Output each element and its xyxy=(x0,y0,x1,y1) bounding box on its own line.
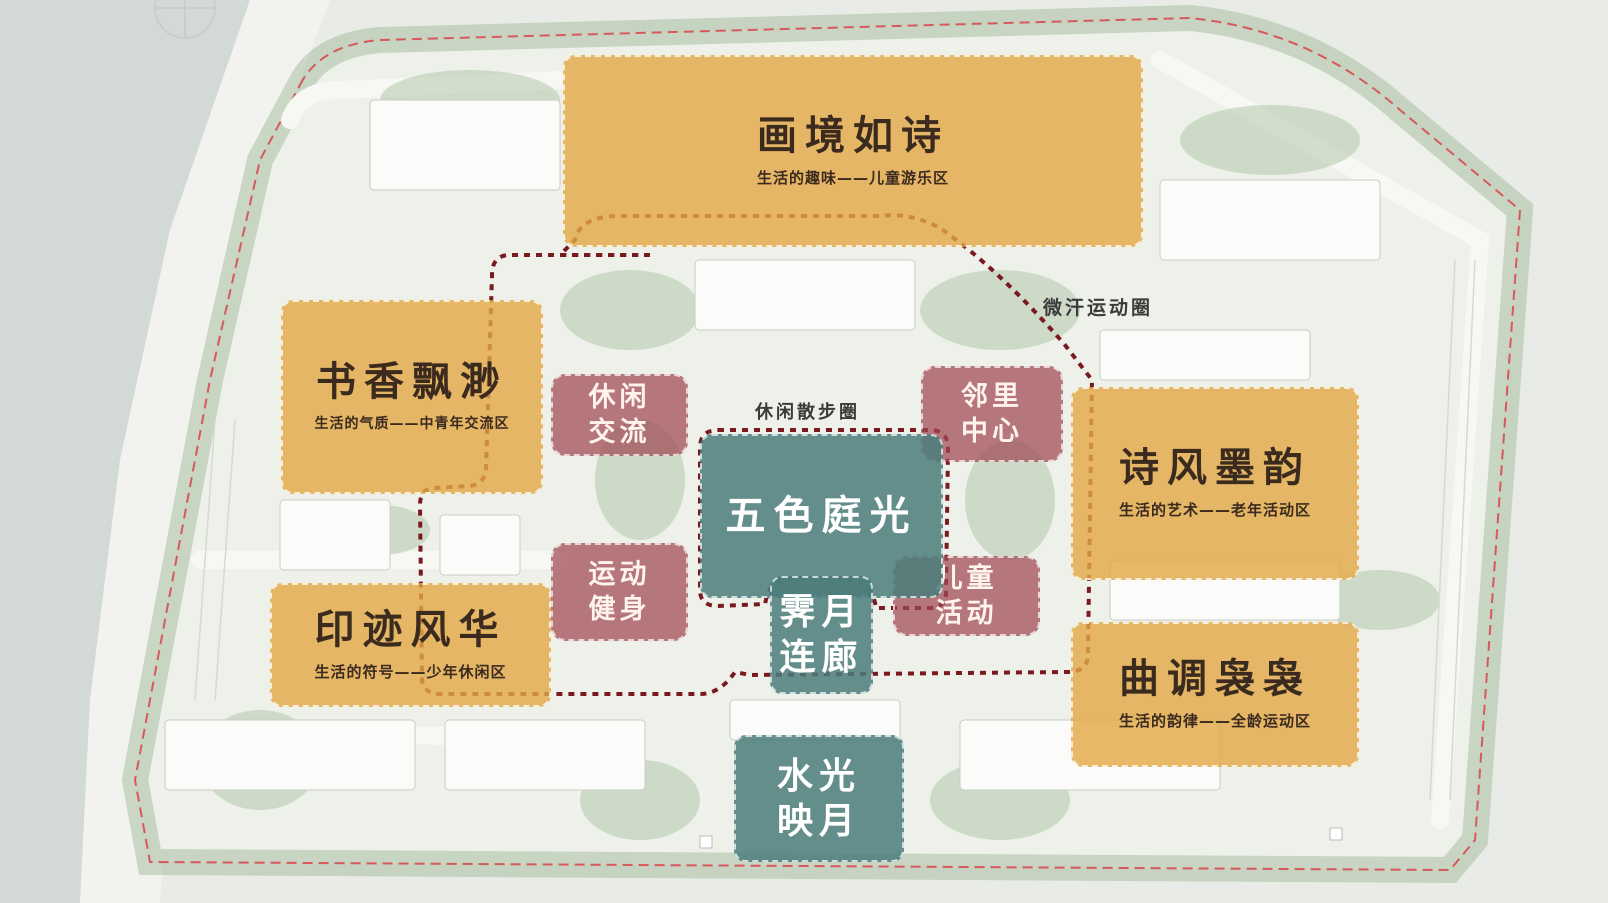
zone-qudiao[interactable]: 曲调袅袅 生活的韵律——全龄运动区 xyxy=(1071,622,1359,767)
zone-title: 曲调袅袅 xyxy=(1119,655,1311,702)
zone-shifeng[interactable]: 诗风墨韵 生活的艺术——老年活动区 xyxy=(1071,387,1359,580)
sport-loop-label: 微汗运动圈 xyxy=(1043,297,1154,319)
zone-title: 五色庭光 xyxy=(725,492,918,539)
zone-title: 休闲交流 xyxy=(588,381,651,448)
walk-loop-label: 休闲散步圈 xyxy=(755,402,860,423)
zone-title: 霁月连廊 xyxy=(779,591,864,678)
zone-subtitle: 生活的艺术——老年活动区 xyxy=(1118,501,1311,519)
site-marker xyxy=(699,835,713,849)
zone-wuse[interactable]: 五色庭光 xyxy=(700,434,943,598)
zone-subtitle: 生活的符号——少年休闲区 xyxy=(314,662,507,681)
zone-title: 诗风墨韵 xyxy=(1119,444,1311,491)
parking-strips xyxy=(194,259,1476,801)
zone-title: 印迹风华 xyxy=(314,605,507,653)
zone-title: 运动健身 xyxy=(588,558,651,625)
zone-yinji[interactable]: 印迹风华 生活的符号——少年休闲区 xyxy=(270,583,551,707)
zone-title: 书香飘渺 xyxy=(316,358,508,405)
site-marker xyxy=(1329,827,1343,841)
zone-title: 水光映月 xyxy=(776,754,861,842)
zone-jiyue[interactable]: 霁月连廊 xyxy=(770,576,873,694)
building-footprints xyxy=(164,99,1381,791)
zone-subtitle: 生活的韵律——全龄运动区 xyxy=(1118,712,1311,730)
zone-yundong[interactable]: 运动健身 xyxy=(551,543,688,641)
zone-linli[interactable]: 邻里中心 xyxy=(921,366,1063,462)
zone-title: 儿童活动 xyxy=(935,562,998,629)
zone-title: 画境如诗 xyxy=(757,111,949,159)
landscape-greenery xyxy=(200,70,1440,840)
zone-subtitle: 生活的趣味——儿童游乐区 xyxy=(756,168,949,187)
zone-huajing[interactable]: 画境如诗 生活的趣味——儿童游乐区 xyxy=(563,55,1143,247)
zone-subtitle: 生活的气质——中青年交流区 xyxy=(314,416,510,432)
zone-shuxiang[interactable]: 书香飘渺 生活的气质——中青年交流区 xyxy=(281,300,543,494)
river xyxy=(0,0,250,903)
inner-road xyxy=(191,51,1490,829)
zone-xiuxian[interactable]: 休闲交流 xyxy=(551,374,688,456)
site-boundary xyxy=(133,16,1522,872)
zone-shuiguang[interactable]: 水光映月 xyxy=(734,735,904,862)
zone-title: 邻里中心 xyxy=(960,380,1023,447)
